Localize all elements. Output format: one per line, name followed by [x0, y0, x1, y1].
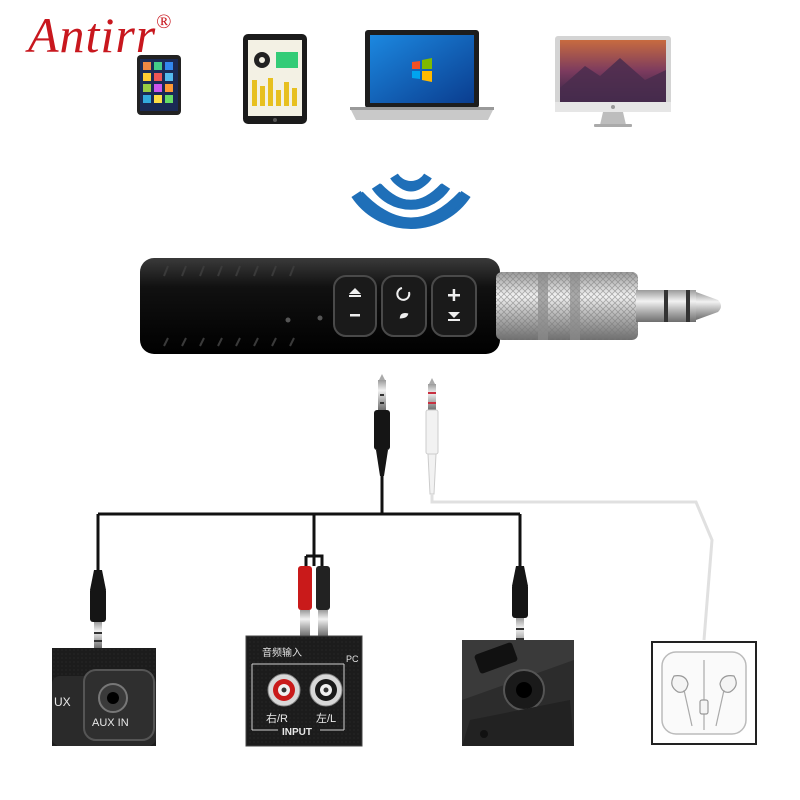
prev-volume-down-button[interactable] — [333, 275, 377, 337]
registered-mark: ® — [156, 11, 173, 34]
bluetooth-receiver — [140, 258, 721, 354]
input-label: INPUT — [282, 727, 312, 738]
aux-plug-car — [90, 570, 106, 648]
rca-jack-left — [309, 673, 343, 707]
windows-logo-icon — [412, 58, 432, 82]
pc-label: PC — [346, 654, 359, 664]
knurled-barrel — [496, 272, 638, 340]
rca-jack-right — [267, 673, 301, 707]
receiver-grip-lines — [163, 265, 295, 347]
aux-in-label: AUX IN — [92, 717, 129, 729]
earphones-panel — [651, 641, 757, 745]
audio-input-cn-label: 音频输入 — [262, 646, 302, 659]
next-volume-up-button[interactable] — [431, 275, 477, 337]
jack-plug — [636, 290, 721, 322]
amplifier-rca-panel: 音频输入 PC 右/R 左/L INPUT — [245, 635, 363, 747]
earphones-icon — [671, 660, 737, 730]
white-earphone-cable — [425, 378, 714, 641]
left-channel-label: 左/L — [316, 712, 336, 725]
right-channel-label: 右/R — [266, 711, 288, 725]
car-aux-panel: UX AUX IN — [52, 648, 156, 746]
app-grid-icon — [143, 62, 173, 103]
led-indicator — [317, 315, 323, 321]
wireless-waves-up — [355, 177, 467, 228]
play-call-button[interactable] — [381, 275, 427, 337]
mic-hole — [285, 317, 291, 323]
black-aux-cable — [96, 374, 522, 570]
laptop-device — [350, 30, 494, 120]
brand-logo: Antirr® — [28, 6, 172, 64]
device-aux-port-panel — [462, 640, 574, 746]
desktop-monitor-device — [555, 36, 671, 127]
brand-name: Antirr — [28, 7, 157, 63]
aux-partial-label: UX — [54, 695, 71, 709]
aux-plug-device — [512, 566, 528, 648]
tablet-device — [243, 34, 307, 124]
wireless-signal-icon — [351, 173, 471, 230]
equalizer-icon — [252, 78, 297, 106]
rca-plugs — [298, 566, 330, 636]
phone-device — [137, 55, 181, 115]
